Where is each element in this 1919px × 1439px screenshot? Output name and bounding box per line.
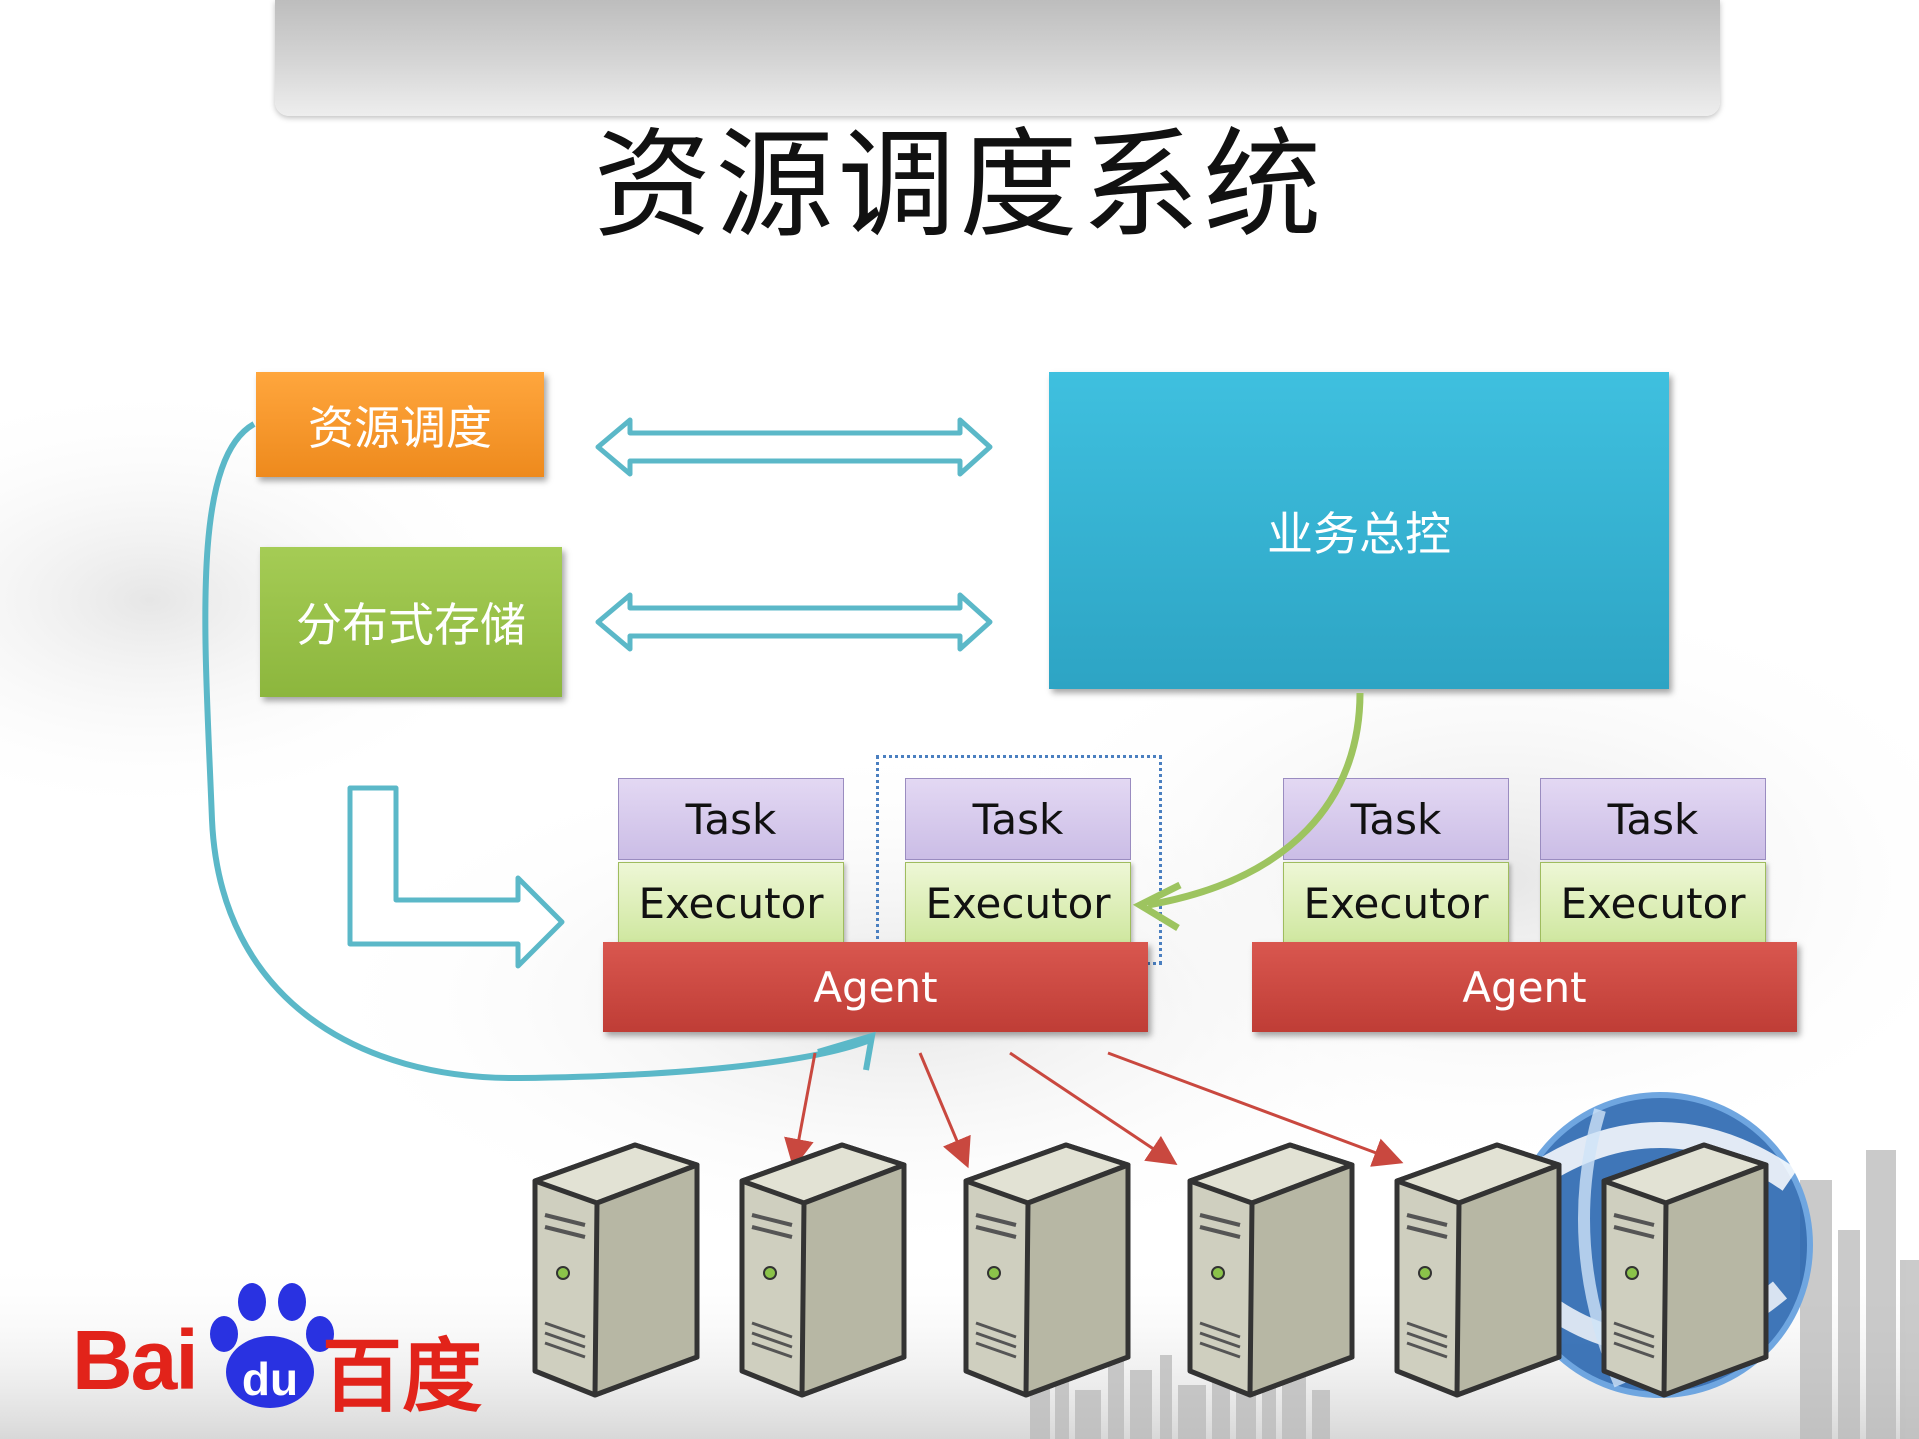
agent-to-server-arrow: [1009, 1051, 1178, 1166]
agent-bar: Agent: [603, 942, 1148, 1032]
scheduling-curve-head: [817, 1031, 876, 1071]
resource-scheduling-box: 资源调度: [256, 372, 544, 477]
server-icon: [739, 1142, 907, 1398]
task-box: Task: [1540, 778, 1766, 860]
distributed-storage-label: 分布式存储: [296, 598, 526, 652]
logo-text-du: du: [241, 1353, 299, 1405]
control-curve-head: [1132, 881, 1182, 931]
resource-scheduling-label: 资源调度: [308, 400, 492, 455]
paw-icon: [210, 1283, 334, 1408]
server-row: [532, 1142, 1769, 1398]
task-box: Task: [618, 778, 844, 860]
server-icon: [1601, 1142, 1769, 1398]
server-icon: [963, 1142, 1131, 1398]
agent-to-server-arrow: [918, 1052, 971, 1169]
control-to-executor-curve: [1147, 692, 1364, 909]
bent-arrow: [347, 785, 565, 969]
scheduling-to-agent-curve: [202, 421, 872, 1082]
agent-to-server-arrow: [1107, 1051, 1404, 1167]
logo-text-bai: Bai: [72, 1313, 199, 1407]
double-arrow-storage: [595, 592, 993, 652]
distributed-storage-box: 分布式存储: [260, 547, 562, 697]
server-icon: [532, 1142, 700, 1398]
logo-text-chinese: 百度: [322, 1330, 482, 1423]
task-box: Task: [905, 778, 1131, 860]
business-control-label: 业务总控: [1267, 506, 1451, 561]
business-control-box: 业务总控: [1049, 372, 1669, 689]
baidu-logo: Bai du 百度: [72, 1272, 492, 1423]
server-icon: [1394, 1142, 1562, 1398]
double-arrow-scheduling: [595, 417, 993, 477]
server-icon: [1187, 1142, 1355, 1398]
agent-bar: Agent: [1252, 942, 1797, 1032]
top-banner: [275, 0, 1720, 116]
agent-to-server-arrow: [784, 1052, 817, 1169]
slide-title: 资源调度系统: [593, 116, 1326, 254]
executor-box: Executor: [905, 862, 1131, 944]
executor-box: Executor: [618, 862, 844, 944]
